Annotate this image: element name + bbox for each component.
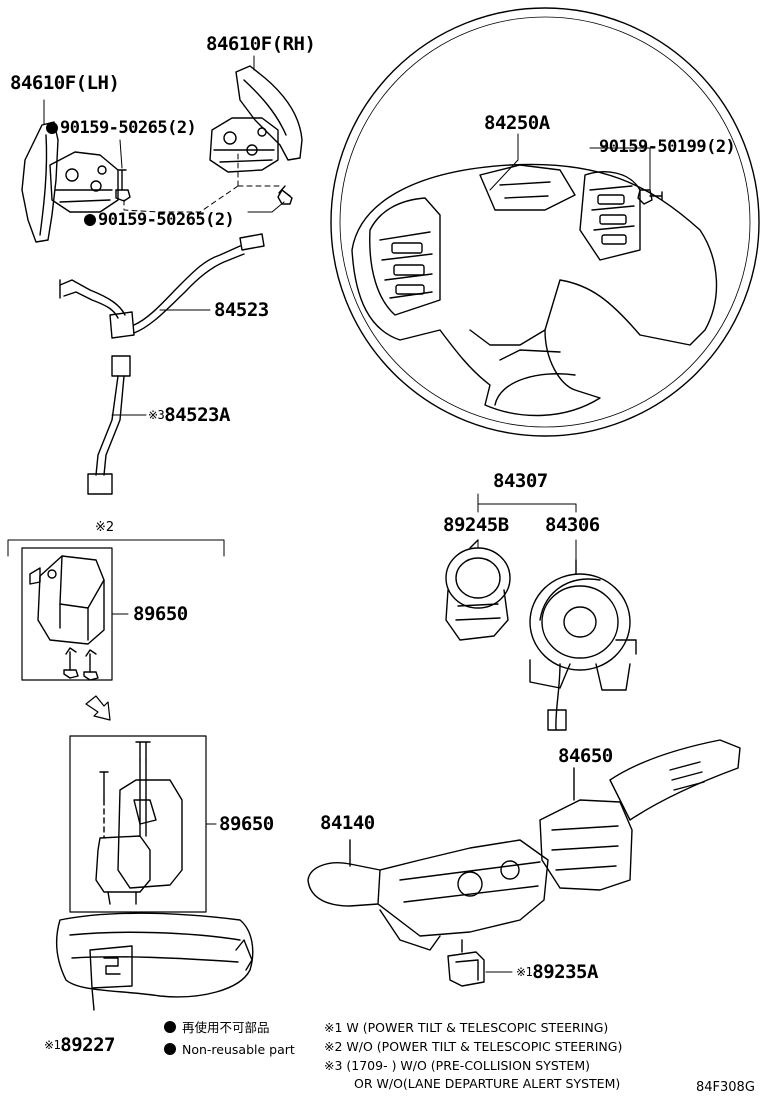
note-mark-3: ※3 xyxy=(148,408,165,422)
label-89650-a: 89650 xyxy=(133,603,188,625)
label-84523a-text: 84523A xyxy=(164,404,230,426)
note-mark-1: ※1 xyxy=(516,965,533,979)
label-84610f-lh: 84610F(LH) xyxy=(10,72,120,94)
footnote-3-continued: OR W/O(LANE DEPARTURE ALERT SYSTEM) xyxy=(354,1076,621,1091)
legend-non-reusable-en-text: Non-reusable part xyxy=(181,1042,295,1057)
label-90159-50265-a: 90159-50265(2) xyxy=(46,117,197,139)
label-84523: 84523 xyxy=(214,299,269,321)
footnote-3: ※3 (1709- ) W/O (PRE-COLLISION SYSTEM) xyxy=(324,1058,590,1073)
non-reusable-dot-icon xyxy=(164,1021,176,1033)
label-89235a: ※189235A xyxy=(516,961,598,983)
paddle-shifter-lh-illustration xyxy=(21,121,119,243)
label-89235a-text: 89235A xyxy=(532,961,598,983)
spiral-cable-84306-illustration xyxy=(529,559,637,731)
non-reusable-dot-icon xyxy=(84,214,96,226)
sensor-89245b-illustration xyxy=(445,539,511,641)
non-reusable-dot-icon xyxy=(46,122,58,134)
bolt-90159-50265-illustration xyxy=(115,169,663,205)
legend-non-reusable-ja-text: 再使用不可部品 xyxy=(181,1020,270,1035)
legend-non-reusable-en: Non-reusable part xyxy=(164,1042,295,1058)
footnote-1: ※1 W (POWER TILT & TELESCOPIC STEERING) xyxy=(324,1020,609,1035)
legend-non-reusable-ja: 再使用不可部品 xyxy=(164,1020,270,1036)
non-reusable-dot-icon xyxy=(164,1043,176,1055)
figure-code: 84F308G xyxy=(696,1080,755,1095)
paddle-shifter-rh-illustration xyxy=(209,65,303,173)
label-89650-b: 89650 xyxy=(219,813,274,835)
leader-lines-top xyxy=(43,55,651,416)
label-89227: ※189227 xyxy=(44,1034,115,1056)
label-84306: 84306 xyxy=(545,514,600,536)
tilt-motor-box-2 xyxy=(69,735,207,913)
label-84650: 84650 xyxy=(558,745,613,767)
down-arrow-illustration xyxy=(85,695,111,721)
note-mark-1: ※1 xyxy=(44,1038,61,1052)
switch-89235a-illustration xyxy=(447,939,485,987)
turn-signal-switch-84140-illustration xyxy=(307,839,549,951)
wiper-switch-84650-illustration xyxy=(539,739,741,891)
label-84523a: ※384523A xyxy=(148,404,230,426)
label-84307: 84307 xyxy=(493,470,548,492)
label-84250a: 84250A xyxy=(484,112,550,134)
label-90159-50199: 90159-50199(2) xyxy=(599,137,736,157)
label-84610f-rh: 84610F(RH) xyxy=(206,33,316,55)
steering-column-illustration xyxy=(55,912,254,1011)
label-89227-text: 89227 xyxy=(60,1034,115,1056)
tilt-motor-box-1 xyxy=(21,547,113,681)
label-84140: 84140 xyxy=(320,812,375,834)
wire-harness-84523-illustration xyxy=(59,233,265,339)
steering-wheel-illustration xyxy=(330,7,760,437)
label-90159-50265-a-text: 90159-50265(2) xyxy=(60,118,197,138)
label-90159-50265-b: 90159-50265(2) xyxy=(84,209,235,231)
wire-harness-84523a-illustration xyxy=(87,355,131,495)
label-89245b: 89245B xyxy=(443,514,509,536)
group-mark-2: ※2 xyxy=(95,520,115,535)
footnote-2: ※2 W/O (POWER TILT & TELESCOPIC STEERING… xyxy=(324,1039,623,1054)
label-90159-50265-b-text: 90159-50265(2) xyxy=(98,210,235,230)
